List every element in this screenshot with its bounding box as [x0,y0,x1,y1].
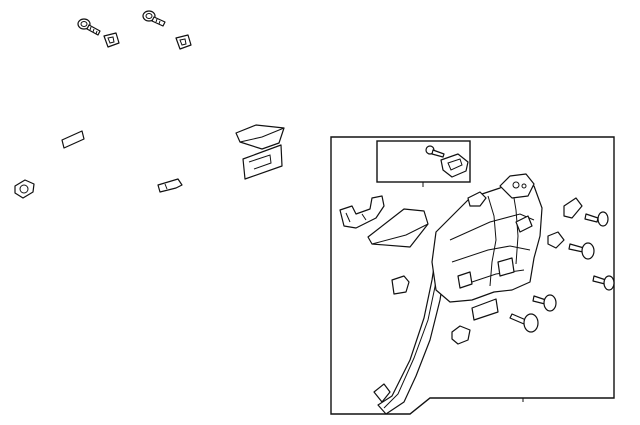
bolt-with-clip-right-icon [142,10,192,50]
fastener-bolts-group-icon [509,197,615,333]
bolt-with-clip-left-icon [77,18,120,48]
small-clip-icon [391,275,499,345]
trim-cover-set-icon [235,124,285,180]
label-pad-icon [61,130,85,149]
bracket-left-icon [339,195,385,229]
rivet-left-icon [14,179,35,199]
inset-bolt-clip-icon [376,140,471,187]
cover-panel-icon [367,208,429,248]
quarter-trim-panel-assembly-icon [373,173,543,415]
assembly-frame [330,136,615,415]
retainer-clip-left-icon [157,178,183,193]
